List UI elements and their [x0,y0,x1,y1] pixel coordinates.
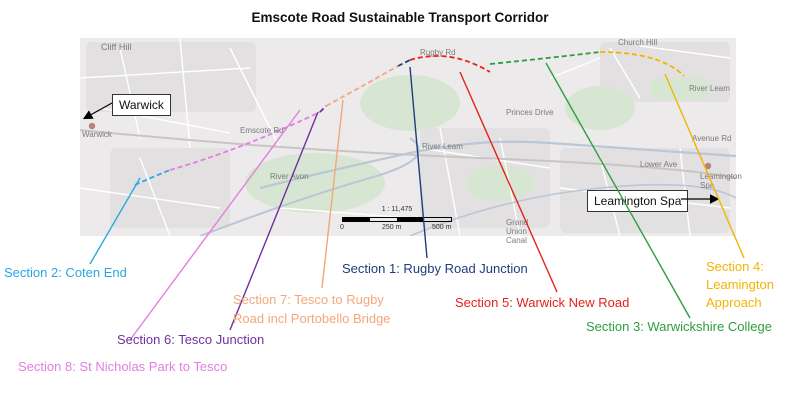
map-title: Emscote Road Sustainable Transport Corri… [251,10,549,25]
label-river-leam-2: River Leam [689,84,730,93]
route-section-3 [489,51,601,65]
warwick-marker [88,122,96,130]
leamington-marker [704,162,712,170]
label-avenue-rd: Avenue Rd [692,134,732,143]
route-section-5 [409,55,491,73]
label-grand-union: Grand Union Canal [506,218,529,245]
label-church-hill: Church Hill [618,38,658,47]
section-5-label: Section 5: Warwick New Road [455,295,630,310]
label-river-leam-1: River Leam [422,142,463,151]
leamington-callout: Leamington Spa [587,190,689,212]
section-3-label: Section 3: Warwickshire College [586,319,772,334]
label-lower-ave: Lower Ave [640,160,678,169]
section-8-label: Section 8: St Nicholas Park to Tesco [18,359,228,374]
section-7-line1: Section 7: Tesco to Rugby [233,292,384,307]
label-rugby-rd: Rugby Rd [420,48,456,57]
warwick-callout: Warwick [112,94,171,116]
section-6-label: Section 6: Tesco Junction [117,332,265,347]
label-river-avon: River Avon [270,172,309,181]
label-cliff-hill: Cliff Hill [101,42,132,52]
section-4-line2: Leamington [706,277,774,292]
scale-tick-0: 0 [340,224,344,231]
scale-tick-250: 250 m [382,224,402,231]
scale-bar: 1 : 11,475 0 250 m 500 m [340,206,452,236]
label-emscote-rd: Emscote Rd [240,126,284,135]
scale-ratio: 1 : 11,475 [381,206,413,213]
label-princes-drive: Princes Drive [506,108,554,117]
section-4-line3: Approach [706,295,762,310]
section-1-label: Section 1: Rugby Road Junction [342,261,528,276]
label-leamington-map: Leamington Spa [700,172,742,190]
label-warwick-map: Warwick [82,130,112,139]
section-4-line1: Section 4: [706,259,764,274]
section-2-label: Section 2: Coten End [4,265,127,280]
scale-bar-outline [342,217,452,222]
scale-tick-500: 500 m [432,224,452,231]
route-section-1 [397,59,411,67]
section-7-line2: Road incl Portobello Bridge [233,311,391,326]
